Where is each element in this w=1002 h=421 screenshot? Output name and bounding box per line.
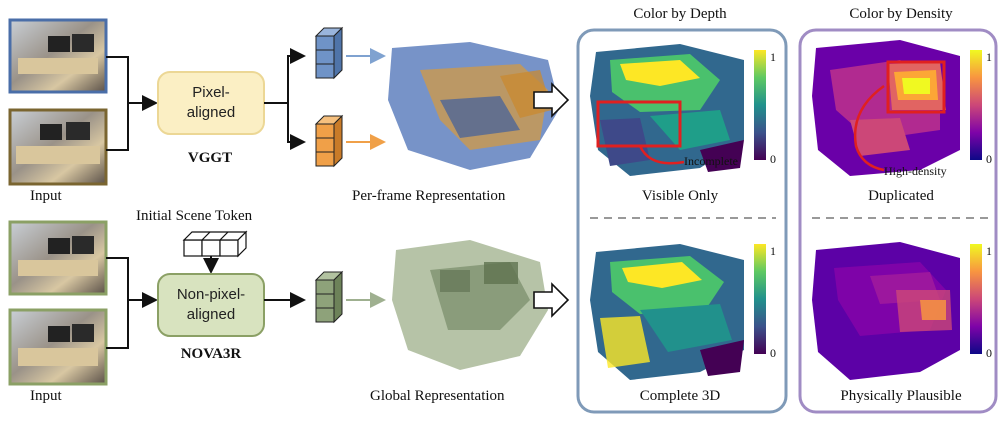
- incomplete-pointer: [638, 145, 685, 165]
- depth-panel-title: Color by Depth: [633, 6, 727, 22]
- incomplete-annotation: Incomplete: [684, 154, 738, 168]
- per-frame-representation-label: Per-frame Representation: [352, 188, 506, 204]
- bottom-input-image-1: [8, 220, 108, 296]
- blue-token-stack: [314, 26, 344, 80]
- high-density-pointer: [853, 84, 885, 172]
- vggt-model-name: VGGT: [187, 150, 233, 166]
- incomplete-highlight-box: [596, 100, 682, 148]
- orange-token-stack: [314, 114, 344, 168]
- depth-colorbar-bottom-min: 0: [770, 346, 776, 360]
- top-input-image-2: [8, 108, 108, 186]
- density-plausible-cloud: [812, 242, 960, 380]
- density-duplicated-cloud: [812, 40, 960, 176]
- density-colorbar-top-min: 0: [986, 152, 992, 166]
- non-pixel-aligned-box: [157, 273, 265, 337]
- per-frame-point-cloud: [388, 42, 560, 170]
- density-panel-frame: [798, 28, 998, 414]
- depth-colorbar-top: [754, 50, 766, 160]
- bottom-input-image-2: [8, 308, 108, 386]
- pixel-aligned-line2: aligned: [186, 104, 236, 121]
- bottom-input-label: Input: [30, 388, 62, 404]
- scene-token-cubes: [182, 230, 248, 258]
- density-panel-title: Color by Density: [849, 6, 953, 22]
- depth-bottom-caption: Complete 3D: [639, 388, 721, 404]
- density-colorbar-top-max: 1: [986, 50, 992, 64]
- hollow-arrow-bottom: [533, 282, 570, 318]
- density-colorbar-bottom-max: 1: [986, 244, 992, 258]
- density-top-caption: Duplicated: [868, 188, 934, 204]
- global-point-cloud: [392, 240, 548, 370]
- non-pixel-aligned-label: Non-pixel- aligned: [158, 285, 264, 325]
- pixel-aligned-line1: Pixel-: [192, 84, 230, 101]
- pixel-aligned-label: Pixel- aligned: [158, 83, 264, 123]
- nova3r-model-name: NOVA3R: [180, 346, 242, 362]
- depth-complete-cloud: [590, 244, 744, 380]
- depth-visible-cloud: [590, 44, 744, 176]
- high-density-highlight-box: [886, 60, 946, 114]
- depth-top-caption: Visible Only: [641, 188, 719, 204]
- density-colorbar-top: [970, 50, 982, 160]
- depth-colorbar-bottom-max: 1: [770, 244, 776, 258]
- density-colorbar-bottom-min: 0: [986, 346, 992, 360]
- global-representation-label: Global Representation: [370, 388, 505, 404]
- depth-colorbar-top-min: 0: [770, 152, 776, 166]
- depth-colorbar-bottom: [754, 244, 766, 354]
- top-input-label: Input: [30, 188, 62, 204]
- hollow-arrow-top: [533, 82, 570, 118]
- green-token-stack: [314, 270, 344, 324]
- top-input-image-1: [8, 18, 108, 94]
- non-pixel-aligned-line1: Non-pixel-: [176, 286, 246, 303]
- high-density-annotation: High-density: [884, 164, 947, 178]
- depth-panel-frame: [576, 28, 788, 414]
- depth-colorbar-top-max: 1: [770, 50, 776, 64]
- non-pixel-aligned-line2: aligned: [186, 306, 236, 323]
- density-colorbar-bottom: [970, 244, 982, 354]
- initial-scene-token-label: Initial Scene Token: [136, 208, 253, 224]
- density-bottom-caption: Physically Plausible: [840, 388, 962, 404]
